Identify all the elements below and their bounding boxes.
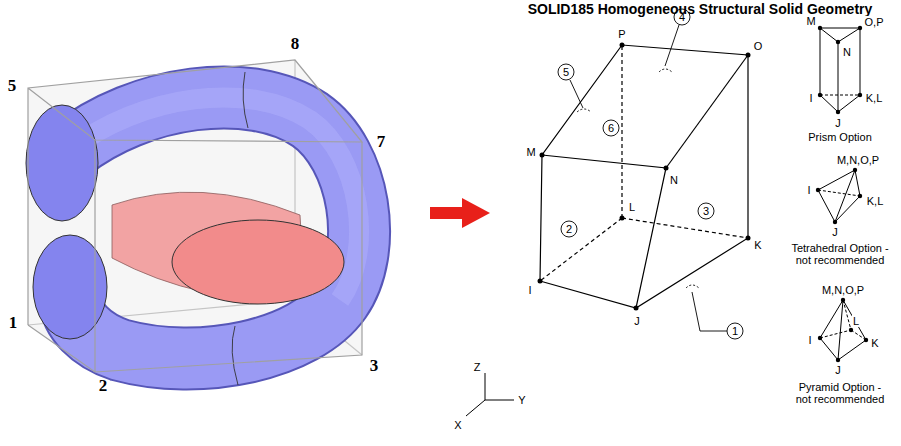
face-number: 1	[732, 325, 738, 337]
face-number: 4	[679, 11, 685, 23]
corner-number: 8	[291, 35, 300, 54]
vertex-dots	[538, 43, 751, 311]
node-letter: J	[831, 226, 839, 238]
pink-section	[172, 220, 344, 304]
node-letter: N	[842, 46, 852, 58]
corner-number: 2	[99, 377, 108, 396]
option-caption: Tetrahedral Option - not recommended	[783, 242, 898, 266]
node-letter: O	[753, 40, 764, 52]
axis-label: Z	[474, 361, 481, 373]
option-caption: Pyramid Option - not recommended	[794, 381, 886, 405]
node-letter: I	[807, 334, 812, 346]
corner-number: 1	[9, 314, 18, 333]
node-letter: N	[669, 174, 679, 186]
node-letter: M,N,O,P	[821, 284, 865, 296]
node-letter: L	[628, 201, 636, 213]
corner-number: 5	[8, 77, 17, 96]
node-letter: M,N,O,P	[836, 154, 880, 166]
axes	[466, 373, 514, 416]
corner-number: 7	[377, 133, 386, 152]
axis-label: X	[454, 419, 461, 431]
red-arrow	[430, 198, 490, 228]
node-letter: K,L	[865, 92, 884, 104]
node-letter: M	[525, 146, 536, 158]
option-caption: Prism Option	[785, 131, 895, 143]
face-number: 5	[563, 66, 569, 78]
bounding-box-front	[28, 60, 362, 372]
face-number: 3	[703, 205, 709, 217]
tube-end	[26, 105, 98, 221]
node-letter: M	[805, 15, 816, 27]
node-letter: J	[834, 364, 842, 376]
node-letter: P	[617, 28, 626, 40]
node-letter: J	[834, 117, 842, 129]
node-letter: I	[808, 92, 813, 104]
vertex-dots	[816, 168, 862, 224]
leader-lines	[570, 25, 727, 331]
face-circles	[558, 9, 743, 339]
vertex-dots	[818, 26, 862, 114]
node-letter: O,P	[864, 16, 885, 28]
vertex-dots	[818, 298, 868, 362]
blue-tube	[70, 97, 359, 358]
node-letter: I	[527, 284, 532, 296]
face-number: 2	[566, 223, 572, 235]
hexahedron	[540, 45, 748, 308]
corner-number: 3	[370, 357, 379, 376]
axis-label: Y	[518, 394, 525, 406]
node-letter: J	[633, 315, 641, 327]
face-number: 6	[608, 122, 614, 134]
title: SOLID185 Homogeneous Structural Solid Ge…	[528, 2, 873, 17]
node-letter: K	[753, 239, 762, 251]
node-letter: L	[852, 315, 860, 327]
prism-figure	[820, 28, 860, 112]
node-letter: I	[806, 184, 811, 196]
node-letter: K	[870, 337, 879, 349]
box-shading	[28, 60, 362, 372]
tube-end	[33, 235, 107, 339]
tetrahedron-figure	[818, 170, 860, 222]
pyramid-figure	[820, 300, 866, 360]
node-letter: K,L	[866, 195, 885, 207]
